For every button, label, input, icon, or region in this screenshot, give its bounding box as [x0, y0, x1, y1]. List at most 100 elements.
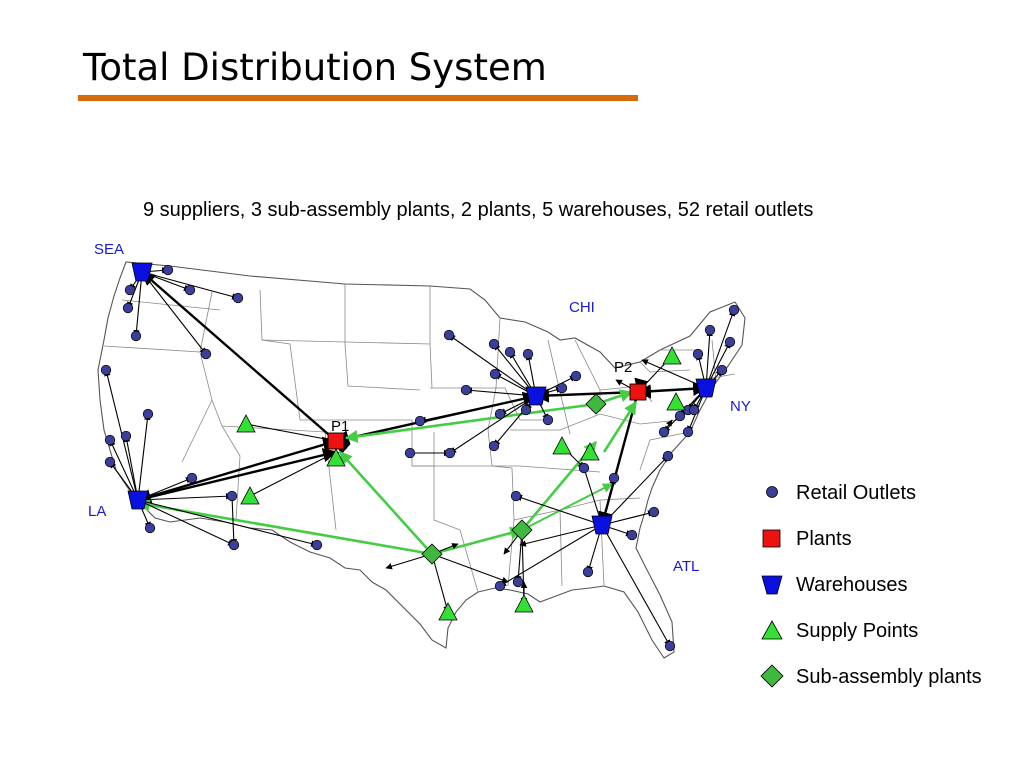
supply-flow-link: [521, 483, 613, 531]
distribution-link: [583, 467, 604, 526]
plant-node: [629, 383, 647, 401]
supply-point-node: [580, 442, 600, 461]
plant-label-p1: P1: [331, 418, 349, 435]
state-border: [559, 509, 563, 587]
distribution-link: [449, 395, 537, 454]
distribution-link: [123, 435, 139, 501]
supply-point-node: [514, 594, 534, 613]
retail-outlet-node: [184, 284, 196, 296]
facility-nodes: [100, 262, 740, 652]
distribution-link: [431, 553, 450, 613]
retail-outlet-node: [488, 440, 500, 452]
retail-outlet-node: [104, 434, 116, 446]
supply-flow-link: [602, 400, 638, 453]
retail-outlet-node: [728, 304, 740, 316]
retail-outlet-icon: [766, 486, 778, 498]
legend-label: Warehouses: [796, 574, 908, 596]
retail-outlet-node: [608, 472, 620, 484]
distribution-link: [465, 387, 537, 397]
warehouse-node: [591, 515, 613, 535]
retail-outlet-node: [489, 368, 501, 380]
city-label-atl: ATL: [673, 558, 699, 575]
distribution-link: [109, 439, 139, 501]
us-outline: [97, 261, 746, 659]
retail-outlet-node: [724, 336, 736, 348]
retail-outlet-node: [510, 490, 522, 502]
slide-subtitle: 9 suppliers, 3 sub-assembly plants, 2 pl…: [143, 199, 814, 221]
supply-flow-link: [339, 451, 433, 555]
legend-label: Plants: [796, 528, 852, 550]
retail-outlet-node: [162, 264, 174, 276]
retail-outlet-node: [494, 408, 506, 420]
supply-point-node: [666, 392, 686, 411]
distribution-link: [137, 448, 338, 502]
retail-outlet-node: [682, 426, 694, 438]
supply-point-node: [240, 486, 260, 505]
distribution-link: [137, 499, 235, 546]
retail-outlet-node: [104, 456, 116, 468]
retail-outlet-node: [186, 472, 198, 484]
distribution-link: [230, 495, 238, 546]
distribution-link: [705, 309, 736, 389]
retail-outlet-node: [494, 580, 506, 592]
retail-outlet-node: [522, 348, 534, 360]
distribution-link: [515, 494, 603, 526]
distribution-link: [601, 455, 669, 526]
retail-outlet-node: [520, 404, 532, 416]
legend-label: Retail Outlets: [796, 482, 917, 504]
plant-node: [327, 432, 345, 450]
legend-item-subassembly: Sub-assembly plants: [756, 664, 1016, 694]
legend-item-plants: Plants: [756, 526, 1016, 556]
plant-icon: [762, 529, 781, 548]
distribution-link: [137, 413, 151, 501]
city-label-ny: NY: [730, 398, 751, 415]
state-border: [711, 339, 717, 383]
distribution-link: [601, 524, 671, 647]
retail-outlet-node: [142, 408, 154, 420]
distribution-link: [141, 271, 207, 355]
distribution-link: [141, 271, 191, 292]
retail-outlet-node: [570, 370, 582, 382]
legend-item-retail: Retail Outlets: [756, 480, 1016, 510]
distribution-link: [137, 499, 318, 547]
retail-outlet-node: [226, 490, 238, 502]
retail-outlet-node: [658, 426, 670, 438]
distribution-link: [136, 430, 351, 504]
retail-outlet-node: [512, 576, 524, 588]
distribution-link: [493, 395, 537, 447]
sub-assembly-plant-node: [511, 519, 533, 541]
city-label-sea: SEA: [94, 241, 124, 258]
warehouse-node: [695, 378, 717, 398]
retail-outlet-node: [414, 415, 426, 427]
retail-outlet-node: [444, 447, 456, 459]
distribution-link: [641, 359, 707, 389]
distribution-link: [448, 334, 537, 397]
distribution-link: [140, 271, 351, 455]
sub-assembly-plant-node: [585, 393, 607, 415]
retail-outlet-node: [542, 414, 554, 426]
retail-outlet-node: [443, 329, 455, 341]
retail-outlet-node: [460, 384, 472, 396]
state-border: [429, 286, 433, 389]
sub-assembly-plant-icon: [760, 664, 784, 688]
retail-outlet-node: [100, 364, 112, 376]
retail-outlet-node: [648, 506, 660, 518]
supply-point-node: [326, 448, 346, 467]
retail-outlet-node: [578, 462, 590, 474]
supply-point-node: [552, 436, 572, 455]
warehouse-node: [525, 386, 547, 406]
retail-outlet-node: [311, 539, 323, 551]
city-label-chi: CHI: [569, 299, 595, 316]
retail-outlet-node: [582, 566, 594, 578]
title-underline: [78, 95, 638, 101]
legend-label: Supply Points: [796, 620, 919, 642]
supply-point-node: [662, 346, 682, 365]
supply-flow-link: [431, 526, 524, 556]
city-label-la: LA: [88, 503, 106, 520]
warehouse-node: [127, 490, 149, 510]
distribution-link: [137, 492, 233, 501]
supply-point-node: [236, 414, 256, 433]
distribution-link: [133, 271, 143, 337]
state-border: [459, 529, 479, 593]
retail-outlet-node: [664, 640, 676, 652]
